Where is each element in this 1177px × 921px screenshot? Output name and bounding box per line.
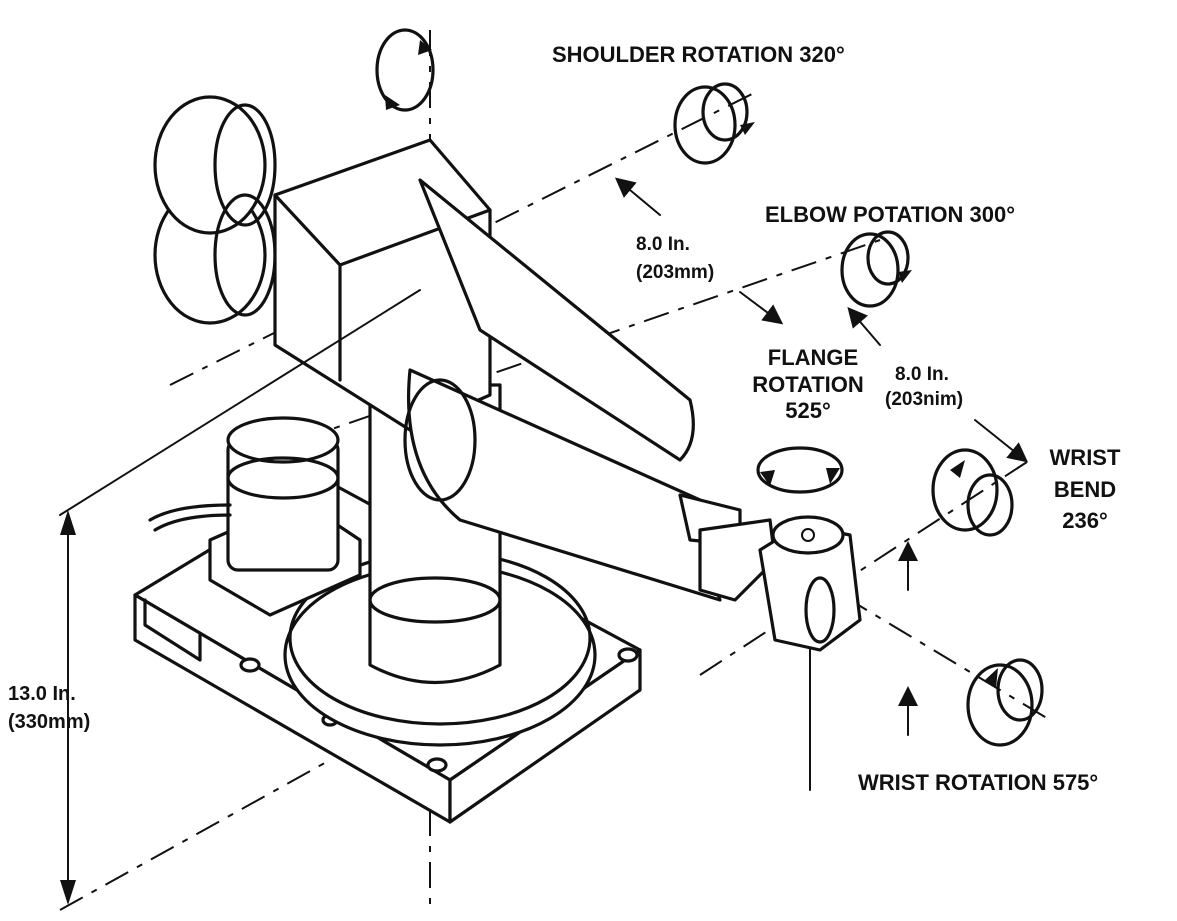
upper-arm — [153, 95, 695, 462]
flange-rotation-arrow — [756, 446, 844, 494]
flange-center — [801, 528, 815, 542]
counterweight-upper-face — [213, 103, 277, 227]
label-height-mm: (330mm) — [8, 711, 90, 733]
label-elbow-rotation: ELBOW POTATION 300° — [765, 202, 1015, 227]
height-ref-top — [59, 289, 421, 516]
label-flange-line2: ROTATION — [752, 372, 864, 397]
mount-hole-front — [426, 757, 448, 773]
motor-cable-2 — [153, 513, 232, 532]
upper-arm-dim-arrow-top — [614, 177, 661, 216]
motor-cable — [148, 503, 232, 522]
labels: SHOULDER ROTATION 320° ELBOW POTATION 30… — [8, 42, 1121, 795]
elbow-rotation-arrow — [840, 230, 912, 308]
label-forearm-length-mm: (203nim) — [885, 389, 963, 410]
motor-cap — [226, 416, 340, 464]
flange-face — [771, 515, 845, 555]
counterweight-upper — [153, 95, 267, 235]
label-upper-arm-length-in: 8.0 In. — [636, 234, 690, 255]
label-shoulder-rotation: SHOULDER ROTATION 320° — [552, 42, 845, 67]
label-wrist-bend-line1: WRIST — [1050, 445, 1121, 470]
dimension-lines — [59, 177, 1029, 905]
shoulder-rotation-arrow — [673, 82, 755, 165]
wrist-rotation-arrow — [966, 658, 1044, 747]
label-flange-line3: 525° — [785, 398, 831, 423]
wrist-offset-arrow — [974, 419, 1029, 463]
height-arrow-bottom — [60, 880, 76, 905]
upper-arm-beam — [418, 178, 695, 462]
height-arrow-top — [60, 510, 76, 535]
label-upper-arm-length-mm: (203mm) — [636, 262, 714, 283]
label-wrist-rotation: WRIST ROTATION 575° — [858, 770, 1098, 795]
base-notch — [143, 598, 202, 662]
wrist-link — [698, 518, 777, 602]
label-height-in: 13.0 In. — [8, 683, 76, 705]
label-flange-line1: FLANGE — [768, 345, 858, 370]
upper-arm-dim-arrow-bottom — [739, 291, 784, 325]
rotation-arrows — [375, 28, 1044, 747]
wrist-roll-axis — [799, 569, 1051, 721]
label-wrist-bend-line3: 236° — [1062, 508, 1108, 533]
wrist-bend-axis — [699, 459, 1031, 676]
wrist-bend-arrow — [931, 448, 1014, 537]
forearm-dim-arrow — [847, 306, 881, 346]
base-footprint-line — [59, 759, 331, 911]
column-collar — [368, 576, 502, 624]
label-wrist-bend-line2: BEND — [1054, 477, 1116, 502]
label-forearm-length-in: 8.0 In. — [895, 364, 949, 385]
wrist — [698, 515, 862, 652]
base-rotation-arrow — [375, 28, 435, 112]
mount-hole-right — [617, 647, 639, 663]
mount-hole-left — [239, 657, 261, 673]
motor-band — [226, 456, 340, 500]
wrist-bend-joint — [804, 576, 836, 644]
elbow-joint — [403, 378, 477, 502]
